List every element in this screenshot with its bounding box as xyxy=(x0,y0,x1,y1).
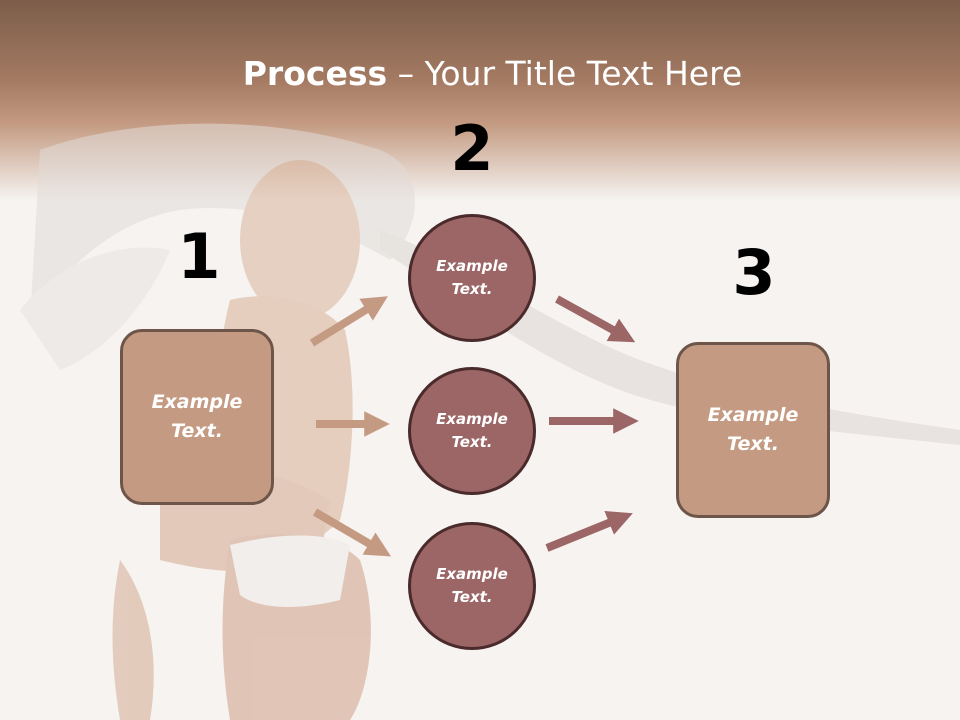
step-number-1: 1 xyxy=(177,220,221,293)
title-rest: – Your Title Text Here xyxy=(387,54,743,93)
circle-top: Example Text. xyxy=(408,214,536,342)
circle-bottom: Example Text. xyxy=(408,522,536,650)
step-number-2: 2 xyxy=(450,112,494,185)
arrow-1-to-circle-bottom xyxy=(312,508,392,557)
circle-bottom-label: Example Text. xyxy=(436,565,508,606)
arrow-1-to-circle-top xyxy=(309,296,388,347)
circle-middle: Example Text. xyxy=(408,367,536,495)
title-bold: Process xyxy=(242,54,388,93)
step-number-3: 3 xyxy=(732,236,776,309)
arrow-circle-top-to-3 xyxy=(555,295,636,343)
step-1-label: Example Text. xyxy=(151,391,243,442)
step-3-label: Example Text. xyxy=(707,404,799,455)
slide-title: Process – Your Title Text Here xyxy=(0,54,960,93)
circle-middle-label: Example Text. xyxy=(436,410,508,451)
circle-top-label: Example Text. xyxy=(436,257,508,298)
arrow-circle-bottom-to-3 xyxy=(545,510,633,552)
step-1-box: Example Text. xyxy=(120,329,274,505)
step-3-box: Example Text. xyxy=(676,342,830,518)
